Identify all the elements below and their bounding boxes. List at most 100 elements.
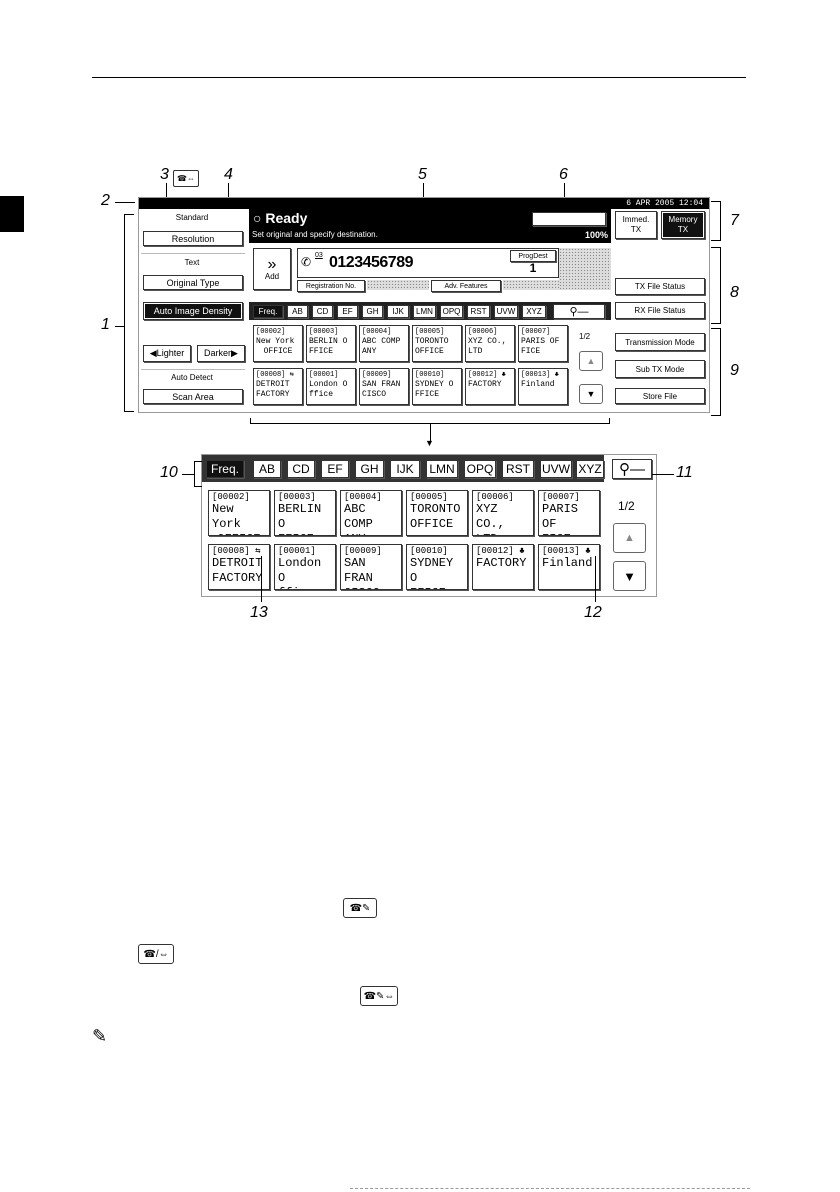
adv-features-button[interactable]: Adv. Features [431, 280, 501, 292]
tab-lmn[interactable]: LMN [426, 460, 458, 478]
triangle-down-icon: ▼ [623, 568, 636, 584]
destination-key[interactable]: [00013] ♣Finland [538, 544, 600, 590]
tab-ab[interactable]: AB [253, 460, 281, 478]
tab-freq[interactable]: Freq. [253, 305, 283, 318]
destination-name-2: OFFICE [263, 347, 293, 356]
search-icon[interactable]: ⚲— [553, 304, 605, 319]
page-up-button[interactable]: ▲ [613, 523, 646, 553]
sub-tx-mode-button[interactable]: Sub TX Mode [615, 360, 705, 378]
tab-ab[interactable]: AB [287, 305, 308, 318]
destination-key[interactable]: [00010]SYDNEY OFFICE [406, 544, 468, 590]
store-file-button[interactable]: Store File [615, 388, 705, 404]
tab-ef[interactable]: EF [337, 305, 358, 318]
auto-image-density-button[interactable]: Auto Image Density [143, 302, 243, 320]
original-type-button[interactable]: Original Type [143, 275, 243, 290]
destination-code: [00001] [309, 371, 339, 379]
destination-key[interactable]: [00003]BERLIN OFFICE [274, 490, 336, 536]
callout-1: 1 [101, 316, 110, 333]
destination-name: BERLIN O [309, 337, 348, 346]
tab-opq[interactable]: OPQ [440, 305, 463, 318]
tab-uvw[interactable]: UVW [540, 460, 572, 478]
tab-xyz[interactable]: XYZ [576, 460, 604, 478]
divider [141, 369, 245, 370]
datetime-bar: 6 APR 2005 12:04 [139, 198, 709, 209]
destination-code: [00009] [362, 371, 392, 379]
zoom-bracket-right [609, 418, 610, 424]
destination-code-text: [00008] [212, 546, 250, 556]
tab-xyz[interactable]: XYZ [522, 305, 546, 318]
bracket-10-top [194, 461, 202, 462]
tab-rst[interactable]: RST [467, 305, 490, 318]
destination-name: London O [309, 380, 348, 389]
transmission-mode-button[interactable]: Transmission Mode [615, 333, 705, 351]
destination-code: [00003] [278, 492, 316, 502]
information-button[interactable]: Information [532, 212, 606, 226]
tx-file-status-button[interactable]: TX File Status [615, 278, 705, 295]
chapter-tab [0, 196, 24, 232]
memory-tx-button[interactable]: Memory TX [661, 211, 705, 239]
destination-name: Finland [542, 556, 593, 570]
page-indicator: 1/2 [618, 499, 635, 513]
darker-button[interactable]: Darker▶ [197, 345, 245, 362]
pattern-fill [503, 280, 559, 290]
rx-file-status-button[interactable]: RX File Status [615, 302, 705, 319]
immed-tx-button[interactable]: Immed. TX [615, 211, 657, 239]
search-icon[interactable]: ⚲— [612, 459, 652, 479]
add-button[interactable]: » Add [253, 248, 291, 290]
page-down-button[interactable]: ▼ [613, 561, 646, 591]
tab-ijk[interactable]: IJK [390, 460, 420, 478]
destination-code-text: [00012] [468, 371, 498, 379]
tab-cd[interactable]: CD [287, 460, 315, 478]
callout-12: 12 [584, 604, 602, 621]
double-chevron-icon: » [267, 255, 277, 273]
tab-cd[interactable]: CD [312, 305, 333, 318]
callout-10: 10 [160, 464, 178, 481]
page-up-button[interactable]: ▲ [579, 351, 603, 371]
destination-name: SAN FRAN [362, 380, 401, 389]
destination-key[interactable]: [00006]XYZ CO.,LTD [472, 490, 534, 536]
forward-icon: ⇆ [249, 546, 261, 556]
prog-dest-button[interactable]: ProgDest [510, 250, 556, 262]
destination-key[interactable]: [00013] ♣Finland [518, 368, 568, 405]
tab-ijk[interactable]: IJK [387, 305, 409, 318]
destination-name-2: FACTORY [212, 571, 263, 585]
resolution-button[interactable]: Resolution [143, 231, 243, 246]
divider [141, 253, 245, 254]
scan-area-button[interactable]: Scan Area [143, 389, 243, 404]
tab-freq[interactable]: Freq. [206, 460, 244, 478]
lighter-button[interactable]: ◀Lighter [143, 345, 191, 362]
destination-key[interactable]: [00012] ♣FACTORY [472, 544, 534, 590]
destination-key[interactable]: [00006]XYZ CO.,LTD [465, 325, 515, 362]
registration-no-button[interactable]: Registration No. [297, 280, 365, 292]
leader-10 [182, 474, 194, 475]
tab-ef[interactable]: EF [321, 460, 349, 478]
destination-key[interactable]: [00007]PARIS OFFICE [538, 490, 600, 536]
page-down-button[interactable]: ▼ [579, 384, 603, 404]
fax-mode-key-icon: ☎⇔ [173, 170, 199, 187]
destination-entry[interactable]: ✆ 03 0123456789 ProgDest 1 [297, 248, 559, 278]
tab-rst[interactable]: RST [502, 460, 534, 478]
tab-lmn[interactable]: LMN [413, 305, 436, 318]
destination-key[interactable]: [00012] ♣FACTORY [465, 368, 515, 405]
tab-uvw[interactable]: UVW [494, 305, 518, 318]
tab-opq[interactable]: OPQ [464, 460, 496, 478]
triangle-down-icon: ▼ [586, 389, 596, 399]
tab-gh[interactable]: GH [362, 305, 383, 318]
bracket-8-bottom [711, 323, 721, 324]
tab-gh[interactable]: GH [355, 460, 384, 478]
